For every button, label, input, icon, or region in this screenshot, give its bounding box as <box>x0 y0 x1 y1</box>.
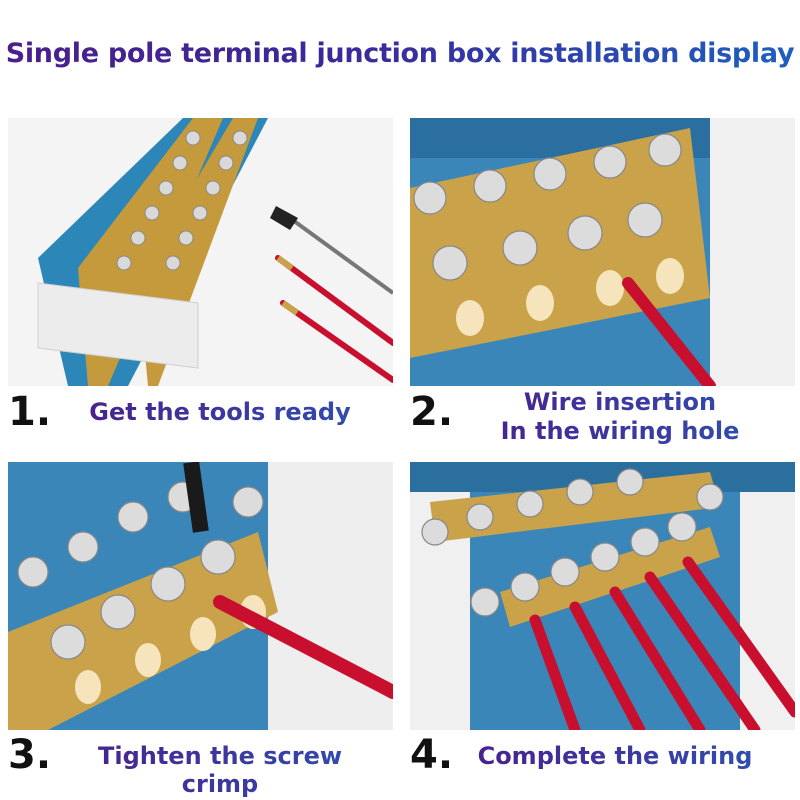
step-3-number: 3. <box>8 732 52 778</box>
step-2-number: 2. <box>410 389 454 435</box>
step-4-photo <box>410 462 795 730</box>
step-4-caption: Complete the wiring <box>465 742 765 770</box>
step-3-caption: Tighten the screw crimp <box>60 742 380 798</box>
step-1-caption: Get the tools ready <box>70 398 370 426</box>
step-2-caption-line1: Wire insertion <box>470 388 770 416</box>
step-2-photo <box>410 118 795 386</box>
step-1-number: 1. <box>8 389 52 435</box>
page-title: Single pole terminal junction box instal… <box>0 38 800 69</box>
step-1-photo <box>8 118 393 386</box>
step-4-number: 4. <box>410 732 454 778</box>
step-2-caption-line2: In the wiring hole <box>470 417 770 445</box>
step-3-photo <box>8 462 393 730</box>
